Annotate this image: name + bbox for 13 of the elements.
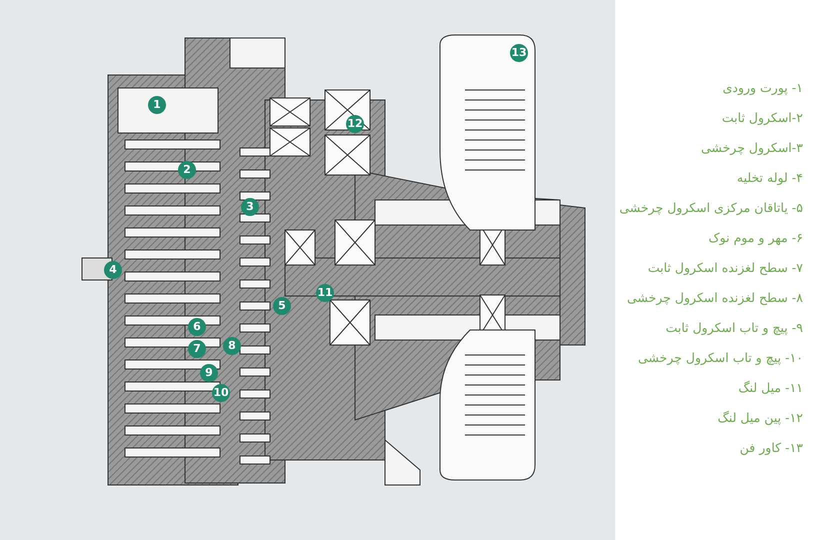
part-label: ۷- سطح لغزنده اسکرول ثابت — [648, 260, 803, 275]
part-label: ۴- لوله تخلیه — [736, 170, 803, 185]
part-label: ۹- پیچ و تاب اسکرول ثابت — [666, 320, 803, 335]
part-label: ۱۰- پیچ و تاب اسکرول چرخشی — [638, 350, 803, 365]
part-label: ۸- سطح لغزنده اسکرول چرخشی — [626, 290, 803, 305]
part-label: ۳-اسکرول چرخشی — [701, 140, 803, 155]
part-label: ۱- پورت ورودی — [722, 80, 803, 95]
part-label: ۵- یاتاقان مرکزی اسکرول چرخشی — [619, 200, 803, 215]
part-label: ۲-اسکرول ثابت — [722, 110, 803, 125]
part-label: ۱۲- پین میل لنگ — [718, 410, 803, 425]
part-label: ۱۳- کاور فن — [740, 440, 803, 455]
part-label: ۶- مهر و موم نوک — [708, 230, 803, 245]
part-label: ۱۱- میل لنگ — [738, 380, 803, 395]
